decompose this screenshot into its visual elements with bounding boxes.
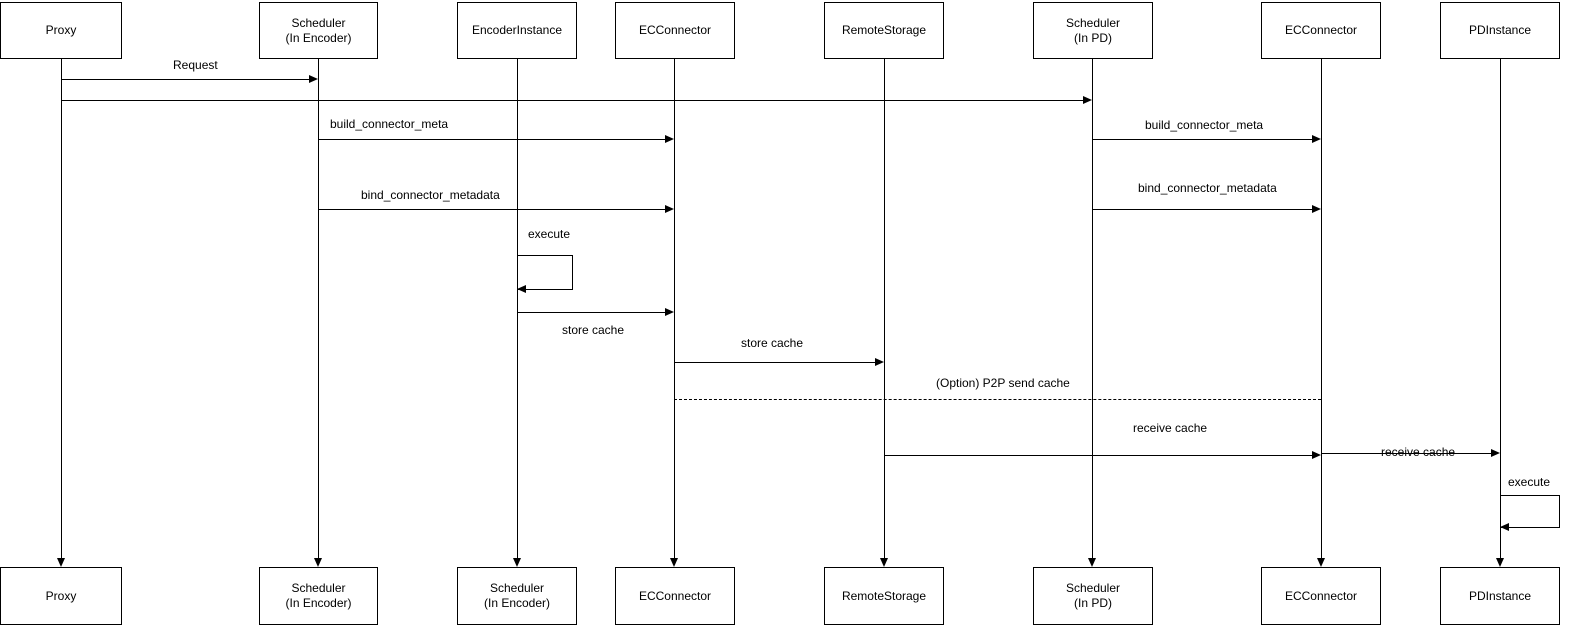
participant-box-bottom-sched-pd[interactable]: Scheduler(In PD) bbox=[1033, 567, 1153, 625]
participant-box-bottom-proxy[interactable]: Proxy bbox=[0, 567, 122, 625]
message-label-m7: store cache bbox=[562, 323, 625, 337]
message-label-m1: Request bbox=[173, 58, 218, 72]
message-arrowhead-icon-m7 bbox=[665, 308, 674, 316]
message-line-m1 bbox=[61, 79, 309, 80]
message-label-m11: receive cache bbox=[1381, 445, 1456, 459]
lifeline-sched-pd bbox=[1092, 59, 1093, 558]
lifeline-arrow-icon-sched-enc bbox=[314, 558, 322, 567]
lifeline-pdinstance bbox=[1500, 59, 1501, 558]
message-label-m8: store cache bbox=[741, 336, 804, 350]
participant-box-bottom-sched-enc[interactable]: Scheduler(In Encoder) bbox=[259, 567, 378, 625]
message-arrowhead-icon-m11 bbox=[1491, 449, 1500, 457]
lifeline-remotestore bbox=[884, 59, 885, 558]
message-arrowhead-icon-m8 bbox=[875, 358, 884, 366]
message-label-m6: bind_connector_metadata bbox=[1138, 181, 1277, 195]
self-call-loop-s1 bbox=[517, 255, 573, 290]
participant-label-line1: ECConnector bbox=[1284, 23, 1358, 37]
lifeline-arrow-icon-ecconn-pd bbox=[1317, 558, 1325, 567]
self-call-arrowhead-icon-s2 bbox=[1500, 523, 1509, 531]
message-line-m9 bbox=[674, 399, 1321, 400]
lifeline-arrow-icon-encoder bbox=[513, 558, 521, 567]
participant-label-line1: EncoderInstance bbox=[471, 23, 563, 37]
participant-label-line1: RemoteStorage bbox=[841, 23, 927, 37]
message-arrowhead-icon-m4 bbox=[1312, 135, 1321, 143]
message-label-m4: build_connector_meta bbox=[1145, 118, 1264, 132]
participant-box-top-encoder[interactable]: EncoderInstance bbox=[457, 2, 577, 59]
participant-box-top-ecconn-enc[interactable]: ECConnector bbox=[615, 2, 735, 59]
message-line-m3 bbox=[318, 139, 665, 140]
message-label-m10: receive cache bbox=[1133, 421, 1208, 435]
lifeline-arrow-icon-ecconn-enc bbox=[670, 558, 678, 567]
message-label-m3: build_connector_meta bbox=[330, 117, 449, 131]
lifeline-encoder bbox=[517, 59, 518, 558]
participant-box-top-remotestore[interactable]: RemoteStorage bbox=[824, 2, 944, 59]
lifeline-sched-enc bbox=[318, 59, 319, 558]
participant-box-top-pdinstance[interactable]: PDInstance bbox=[1440, 2, 1560, 59]
lifeline-arrow-icon-sched-pd bbox=[1088, 558, 1096, 567]
message-line-m4 bbox=[1092, 139, 1312, 140]
message-line-m6 bbox=[1092, 209, 1312, 210]
message-line-m10 bbox=[884, 455, 1312, 456]
participant-box-top-ecconn-pd[interactable]: ECConnector bbox=[1261, 2, 1381, 59]
message-arrowhead-icon-m2 bbox=[1083, 96, 1092, 104]
participant-label-line1: ECConnector bbox=[638, 23, 712, 37]
message-arrowhead-icon-m5 bbox=[665, 205, 674, 213]
self-call-label-s1: execute bbox=[528, 227, 571, 241]
lifeline-arrow-icon-proxy bbox=[57, 558, 65, 567]
participant-label-line2: (In PD) bbox=[1073, 596, 1112, 610]
participant-label-line2: (In PD) bbox=[1073, 30, 1112, 45]
participant-box-top-proxy[interactable]: Proxy bbox=[0, 2, 122, 59]
message-label-m5: bind_connector_metadata bbox=[361, 188, 500, 202]
participant-label-line1: Scheduler bbox=[291, 15, 346, 30]
participant-label-line2: (In Encoder) bbox=[483, 596, 551, 610]
self-call-loop-s2 bbox=[1500, 495, 1560, 528]
participant-label-line1: Scheduler bbox=[1065, 15, 1121, 30]
self-call-label-s2: execute bbox=[1508, 475, 1551, 489]
self-call-arrowhead-icon-s1 bbox=[517, 285, 526, 293]
message-line-m2 bbox=[61, 100, 1083, 101]
participant-box-bottom-ecconn-enc[interactable]: ECConnector bbox=[615, 567, 735, 625]
participant-box-bottom-pdinstance[interactable]: PDInstance bbox=[1440, 567, 1560, 625]
lifeline-arrow-icon-remotestore bbox=[880, 558, 888, 567]
lifeline-arrow-icon-pdinstance bbox=[1496, 558, 1504, 567]
message-line-m11 bbox=[1321, 453, 1491, 454]
participant-label-line1: PDInstance bbox=[1468, 588, 1532, 603]
participant-box-bottom-ecconn-pd[interactable]: ECConnector bbox=[1261, 567, 1381, 625]
participant-box-top-sched-pd[interactable]: Scheduler(In PD) bbox=[1033, 2, 1153, 59]
message-arrowhead-icon-m3 bbox=[665, 135, 674, 143]
participant-label-line2: (In Encoder) bbox=[285, 596, 352, 610]
participant-label-line1: PDInstance bbox=[1468, 23, 1532, 37]
message-line-m5 bbox=[318, 209, 665, 210]
participant-label-line1: RemoteStorage bbox=[841, 588, 927, 603]
participant-box-bottom-remotestore[interactable]: RemoteStorage bbox=[824, 567, 944, 625]
participant-label-line2: (In Encoder) bbox=[285, 30, 352, 45]
participant-box-bottom-encoder[interactable]: Scheduler(In Encoder) bbox=[457, 567, 577, 625]
participant-label-line1: ECConnector bbox=[638, 588, 712, 603]
participant-label-line1: ECConnector bbox=[1284, 588, 1358, 603]
participant-box-top-sched-enc[interactable]: Scheduler(In Encoder) bbox=[259, 2, 378, 59]
participant-label-line1: Scheduler bbox=[291, 581, 346, 595]
message-label-m9: (Option) P2P send cache bbox=[936, 376, 1070, 390]
message-arrowhead-icon-m1 bbox=[309, 75, 318, 83]
lifeline-proxy bbox=[61, 59, 62, 558]
message-line-m8 bbox=[674, 362, 875, 363]
message-line-m7 bbox=[517, 312, 665, 313]
participant-label-line1: Scheduler bbox=[1065, 581, 1121, 595]
message-arrowhead-icon-m6 bbox=[1312, 205, 1321, 213]
lifeline-ecconn-enc bbox=[674, 59, 675, 558]
lifeline-ecconn-pd bbox=[1321, 59, 1322, 558]
participant-label-line1: Scheduler bbox=[489, 581, 545, 595]
participant-label-line1: Proxy bbox=[45, 588, 77, 603]
message-arrowhead-icon-m10 bbox=[1312, 451, 1321, 459]
participant-label-line1: Proxy bbox=[45, 23, 77, 37]
